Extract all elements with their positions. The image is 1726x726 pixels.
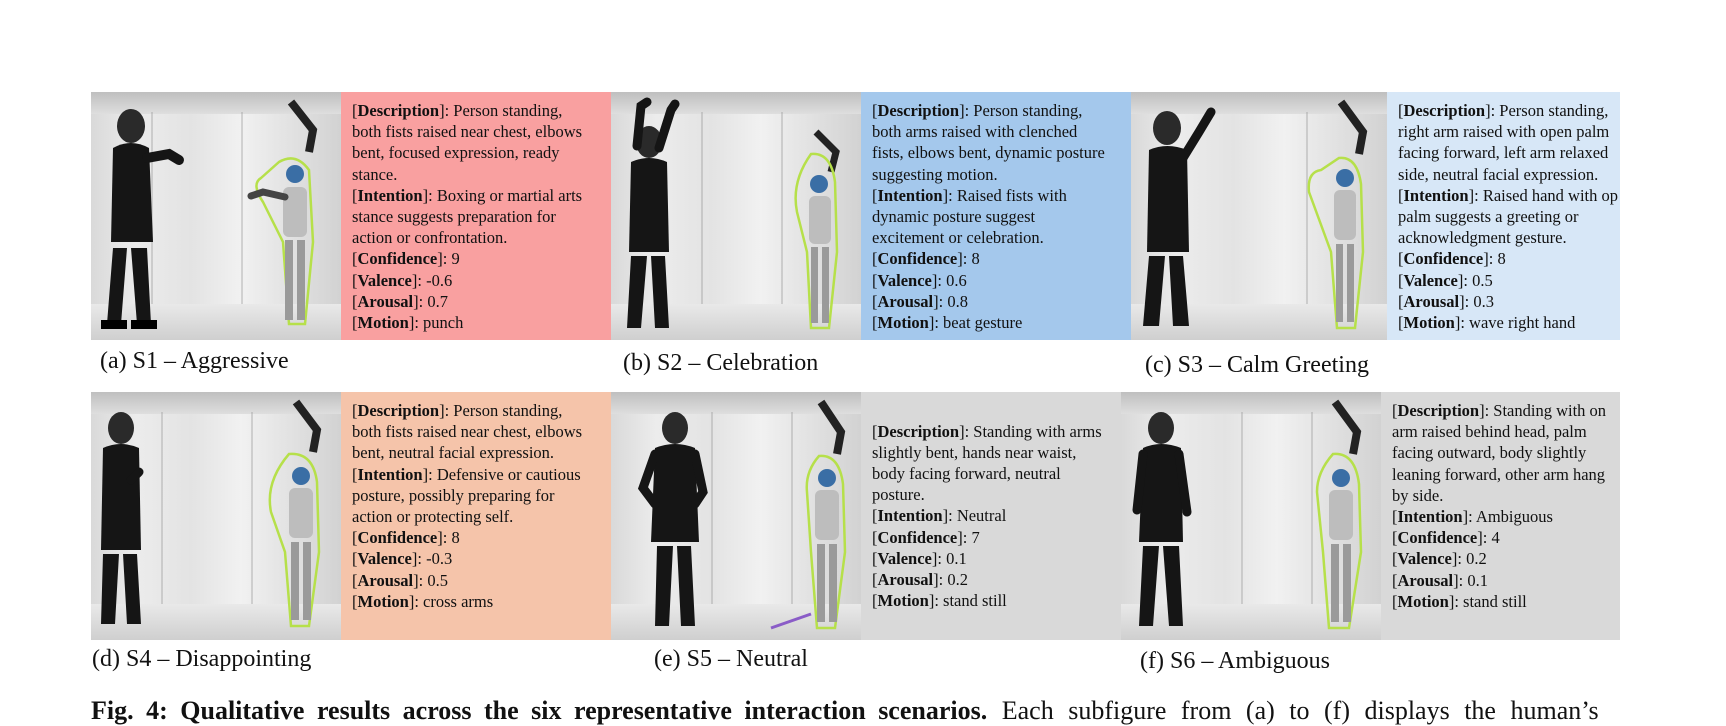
panel-s1: [Description]: Person standing, both fis…	[91, 92, 611, 340]
field-key: Description	[357, 101, 440, 120]
field-key: Confidence	[357, 249, 438, 269]
field-key: Motion	[357, 591, 409, 611]
field-key: Description	[357, 401, 440, 420]
human-robot-illustration	[1132, 399, 1363, 630]
human-robot-illustration	[101, 399, 322, 628]
description-box: [Description]: Person standing, both arm…	[861, 92, 1131, 340]
scene-photo	[1121, 392, 1381, 640]
subfigure-caption: (e) S5 – Neutral	[654, 646, 808, 672]
field-key: Intention	[357, 185, 423, 205]
description-box: [Description]: Standing with arms slight…	[861, 392, 1121, 640]
field-key: Description	[877, 421, 960, 441]
figure-caption-text: Each subfigure from (a) to (f) displays …	[987, 696, 1599, 725]
panel-s4: [Description]: Person standing, both fis…	[91, 392, 611, 640]
field-key: Confidence	[357, 528, 438, 548]
subfigure-caption: (f) S6 – Ambiguous	[1140, 648, 1331, 674]
field-key: Confidence	[1397, 528, 1478, 548]
field-key: Arousal	[357, 570, 414, 590]
field-key: Description	[1403, 101, 1486, 120]
field-key: Motion	[1397, 591, 1449, 611]
field-key: Arousal	[877, 570, 934, 589]
field-key: Description	[1397, 401, 1480, 420]
field-key: Valence	[1403, 270, 1458, 290]
field-key: Arousal	[1397, 570, 1454, 590]
subfigure-caption: (c) S3 – Calm Greeting	[1145, 352, 1369, 378]
human-robot-illustration	[637, 399, 847, 630]
human-robot-illustration	[1143, 99, 1368, 330]
field-key: Valence	[877, 548, 932, 568]
panel-s3: [Description]: Person standing, right ar…	[1131, 92, 1620, 340]
field-key: Intention	[877, 185, 943, 205]
scene-photo	[611, 392, 861, 640]
field-key: Motion	[1403, 313, 1455, 333]
scene-photo	[91, 392, 341, 640]
human-robot-illustration	[627, 97, 840, 330]
field-key: Description	[877, 101, 960, 120]
description-box: [Description]: Standing with on arm rais…	[1381, 392, 1620, 640]
field-key: Motion	[357, 313, 409, 333]
field-key: Motion	[877, 313, 929, 333]
field-key: Arousal	[1403, 291, 1460, 311]
figure-caption-label: Fig. 4: Qualitative results across the s…	[91, 696, 988, 725]
scene-photo	[611, 92, 861, 340]
field-key: Valence	[357, 549, 412, 569]
field-key: Confidence	[877, 249, 958, 269]
field-key: Intention	[1397, 507, 1463, 527]
field-key: Valence	[357, 270, 412, 290]
field-key: Motion	[877, 591, 929, 611]
scene-photo	[1131, 92, 1387, 340]
field-key: Valence	[877, 270, 932, 290]
panel-s2: [Description]: Person standing, both arm…	[611, 92, 1131, 340]
field-key: Intention	[1403, 185, 1469, 205]
field-key: Intention	[357, 464, 423, 484]
panel-s6: [Description]: Standing with on arm rais…	[1121, 392, 1620, 640]
description-box: [Description]: Person standing, both fis…	[341, 92, 611, 340]
panel-s5: [Description]: Standing with arms slight…	[611, 392, 1121, 640]
subfigure-caption: (d) S4 – Disappointing	[92, 646, 312, 672]
field-key: Arousal	[357, 291, 414, 311]
field-key: Confidence	[877, 527, 958, 547]
field-key: Confidence	[1403, 249, 1484, 269]
field-key: Valence	[1397, 549, 1452, 569]
field-key: Intention	[877, 506, 943, 526]
description-box: [Description]: Person standing, both fis…	[341, 392, 611, 640]
subfigure-caption: (a) S1 – Aggressive	[100, 348, 289, 374]
subfigure-caption: (b) S2 – Celebration	[623, 350, 819, 376]
description-box: [Description]: Person standing, right ar…	[1387, 92, 1620, 340]
scene-photo	[91, 92, 341, 340]
field-key: Arousal	[877, 291, 934, 311]
figure-caption: Fig. 4: Qualitative results across the s…	[91, 696, 1621, 726]
human-robot-illustration	[101, 99, 318, 329]
